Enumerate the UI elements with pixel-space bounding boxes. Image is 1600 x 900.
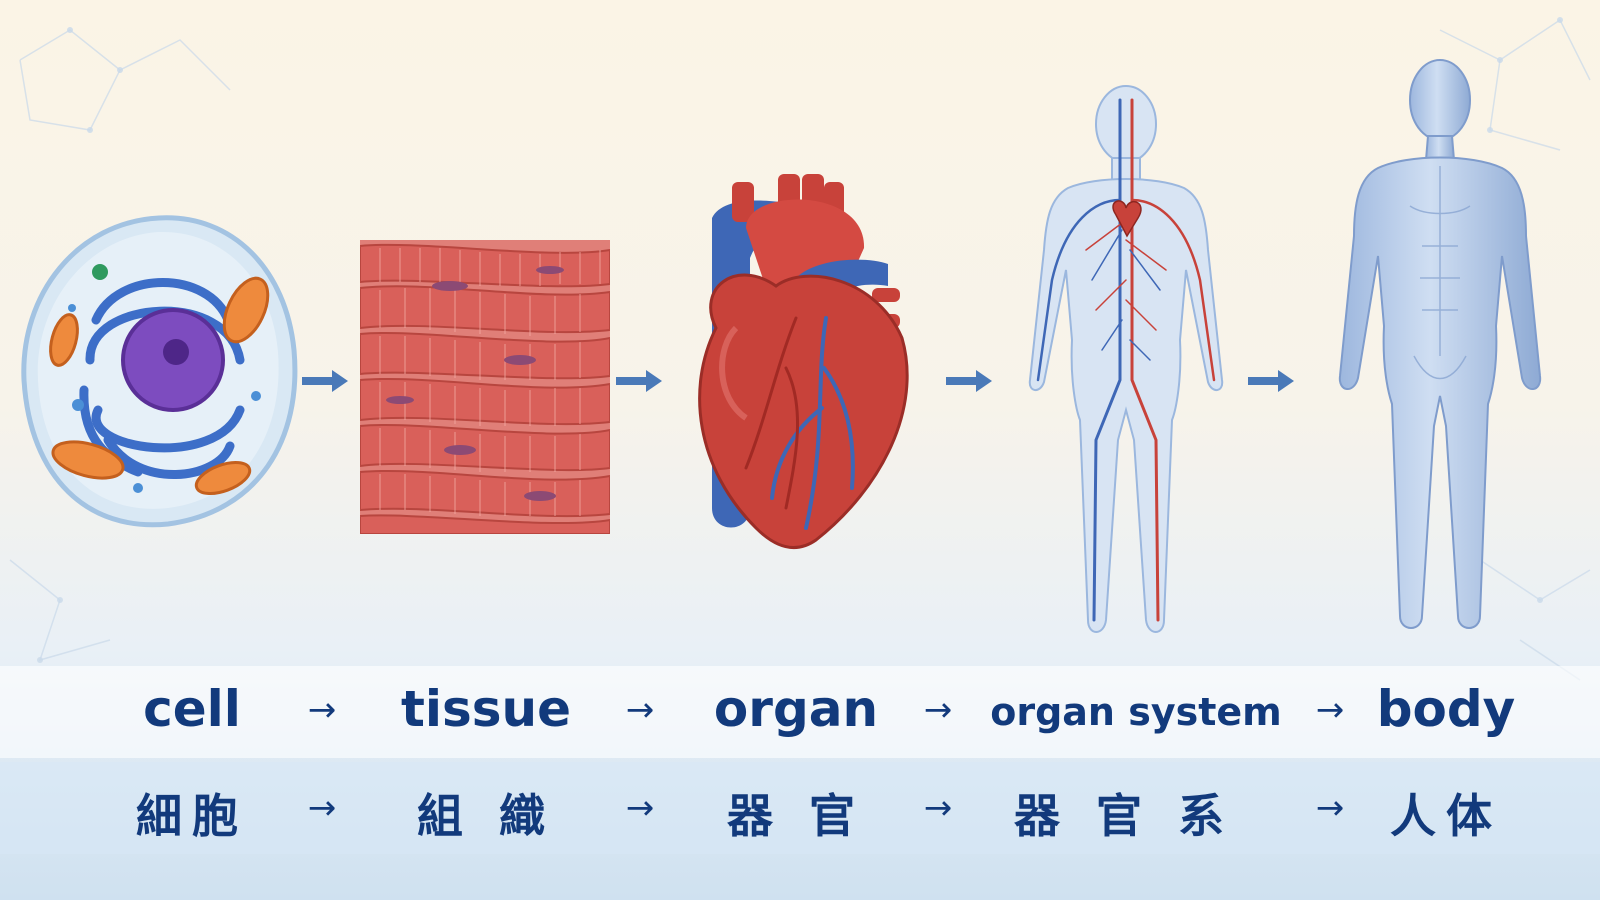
arrow-icon xyxy=(302,370,348,392)
heart-organ-illustration xyxy=(698,174,909,550)
label-en-tissue: tissue xyxy=(400,680,572,738)
arrow-separator-icon: → xyxy=(625,690,655,730)
arrow-separator-icon: → xyxy=(1315,690,1345,730)
english-labels-band xyxy=(0,666,1600,758)
circulatory-system-illustration xyxy=(1028,85,1224,633)
label-en-organ: organ xyxy=(713,680,879,738)
arrow-separator-icon: → xyxy=(1315,788,1345,828)
label-jp-organ: 器 官 xyxy=(726,789,866,843)
human-body-illustration xyxy=(1338,59,1542,629)
arrow-separator-icon: → xyxy=(307,690,337,730)
cell-illustration xyxy=(21,215,298,528)
arrow-icon xyxy=(616,370,662,392)
label-en-body: body xyxy=(1376,680,1516,738)
label-en-cell: cell xyxy=(143,680,241,738)
japanese-labels-band xyxy=(0,762,1600,854)
muscle-tissue-illustration xyxy=(360,240,610,534)
label-jp-body: 人体 xyxy=(1390,789,1502,843)
arrow-separator-icon: → xyxy=(307,788,337,828)
arrow-icon xyxy=(1248,370,1294,392)
arrow-separator-icon: → xyxy=(923,690,953,730)
arrow-separator-icon: → xyxy=(923,788,953,828)
label-jp-tissue: 組 織 xyxy=(416,789,556,843)
label-en-organ-system: organ system xyxy=(990,690,1282,734)
label-jp-cell: 細胞 xyxy=(136,789,248,843)
arrow-separator-icon: → xyxy=(625,788,655,828)
arrow-icon xyxy=(946,370,992,392)
label-jp-organ-system: 器 官 系 xyxy=(1013,789,1235,843)
